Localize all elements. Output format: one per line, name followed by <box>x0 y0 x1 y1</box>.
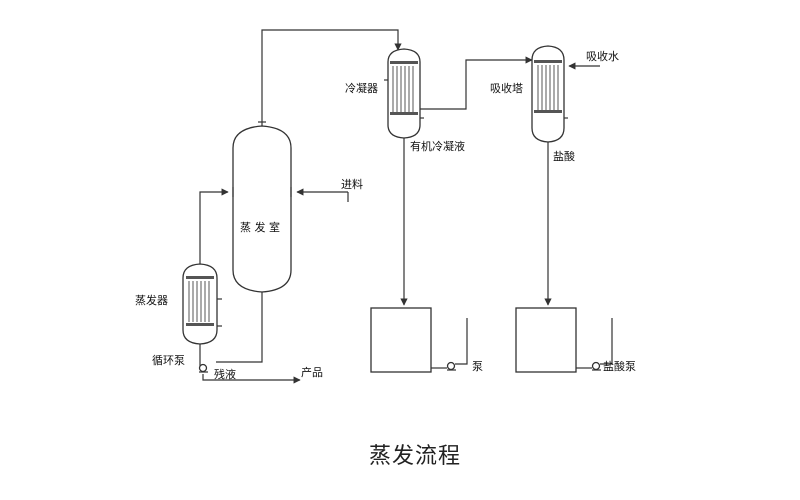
pump-label: 泵 <box>472 360 483 373</box>
figure-caption: 蒸发流程 <box>369 444 461 469</box>
feed-label: 进料 <box>341 177 363 191</box>
feed-line: 进料 <box>290 177 363 202</box>
condenser-tubes <box>392 66 414 112</box>
evaporator-tubes <box>188 281 210 322</box>
organic-tank: 泵 <box>370 307 483 373</box>
product-label: 产品 <box>301 365 323 379</box>
absorption-water-label: 吸收水 <box>586 49 619 63</box>
bottom-circuit: 循环泵 残液 产品 <box>152 292 323 384</box>
hydrochloric-acid-label: 盐酸 <box>553 149 575 163</box>
circulation-pump-label: 循环泵 <box>152 354 185 367</box>
absorption-packing <box>537 65 559 110</box>
condenser: 冷凝器 <box>345 48 424 139</box>
absorption-water-line: 吸收水 <box>568 49 619 70</box>
evaporation-chamber: 蒸 发 室 <box>232 121 292 293</box>
residue-label: 残液 <box>214 367 236 381</box>
evaporation-chamber-label: 蒸 发 室 <box>240 220 280 234</box>
hcl-pump-label: 盐酸泵 <box>603 359 636 373</box>
hcl-line: 盐酸 <box>544 142 575 306</box>
organic-condensate-label: 有机冷凝液 <box>410 139 465 153</box>
evaporator-label: 蒸发器 <box>135 293 168 307</box>
condenser-to-absorber-line <box>420 56 533 110</box>
evaporator-return-line <box>199 187 234 264</box>
absorption-tower: 吸收塔 <box>490 45 568 143</box>
organic-condensate-line: 有机冷凝液 <box>400 138 465 306</box>
absorption-tower-label: 吸收塔 <box>490 81 523 95</box>
condenser-label: 冷凝器 <box>345 81 378 95</box>
hcl-tank: 盐酸泵 <box>515 307 636 373</box>
vapor-line <box>261 29 402 122</box>
evaporator: 蒸发器 <box>135 263 222 345</box>
